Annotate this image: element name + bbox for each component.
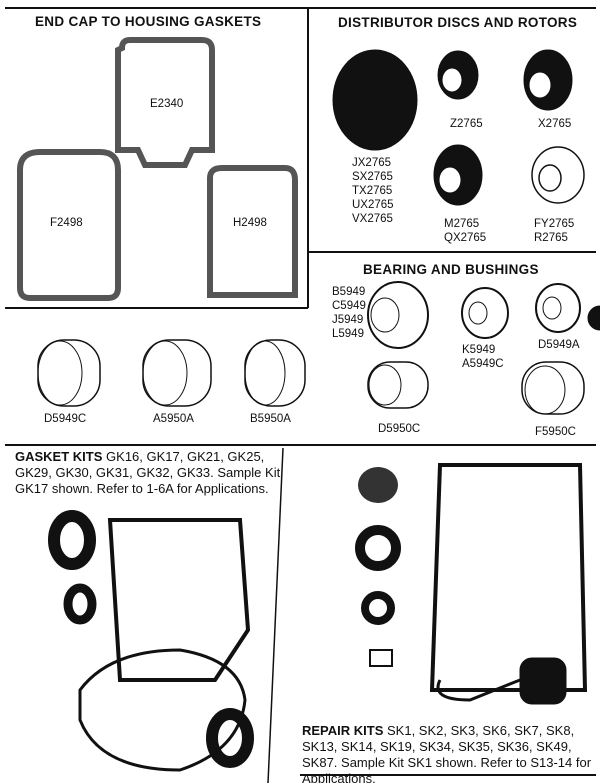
part-fy2765: FY2765 — [534, 218, 575, 230]
repair-kits-text: REPAIR KITS SK1, SK2, SK3, SK6, SK7, SK8… — [302, 723, 598, 783]
part-ux2765: UX2765 — [352, 199, 394, 211]
part-f2498: F2498 — [50, 217, 83, 229]
part-h2498: H2498 — [233, 217, 267, 229]
part-a5949c: A5949C — [462, 358, 504, 370]
gasket-h2498 — [207, 165, 298, 298]
part-j5949: J5949 — [332, 314, 364, 326]
part-b5950a: B5950A — [250, 413, 291, 425]
gasket-f2498 — [17, 149, 121, 301]
part-qx2765: QX2765 — [444, 232, 487, 244]
part-f5950c: F5950C — [535, 426, 576, 438]
part-e2340: E2340 — [150, 98, 184, 110]
part-z2765: Z2765 — [450, 118, 483, 130]
part-x2765: X2765 — [538, 118, 572, 130]
end-cap-title: END CAP TO HOUSING GASKETS — [35, 14, 262, 29]
part-sx2765: SX2765 — [352, 171, 393, 183]
gasket-e2340 — [115, 37, 215, 168]
bearings-title: BEARING AND BUSHINGS — [363, 262, 539, 277]
part-c5949: C5949 — [332, 300, 366, 312]
distributor-title: DISTRIBUTOR DISCS AND ROTORS — [338, 15, 578, 30]
part-b5949: B5949 — [332, 286, 366, 298]
part-d5949c: D5949C — [44, 413, 87, 425]
disc-jx2765 — [332, 49, 418, 151]
gasket-kits-text: GASKET KITS GK16, GK17, GK21, GK25, GK29… — [15, 449, 285, 497]
part-tx2765: TX2765 — [352, 185, 393, 197]
repair-kits-description: SK1, SK2, SK3, SK6, SK7, SK8, SK13, SK14… — [302, 723, 592, 783]
part-a5950a: A5950A — [153, 413, 194, 425]
part-vx2765: VX2765 — [352, 213, 393, 225]
part-jx2765: JX2765 — [352, 157, 392, 169]
gasket-kits-label: GASKET KITS — [15, 449, 103, 464]
part-m2765: M2765 — [444, 218, 480, 230]
repair-kits-label: REPAIR KITS — [302, 723, 384, 738]
part-r2765: R2765 — [534, 232, 568, 244]
part-d5950c: D5950C — [378, 423, 421, 435]
part-l5949: L5949 — [332, 328, 364, 340]
part-k5949: K5949 — [462, 344, 496, 356]
gasket-kits-description: GK16, GK17, GK21, GK25, GK29, GK30, GK31… — [15, 449, 281, 496]
part-d5949a: D5949A — [538, 339, 580, 351]
